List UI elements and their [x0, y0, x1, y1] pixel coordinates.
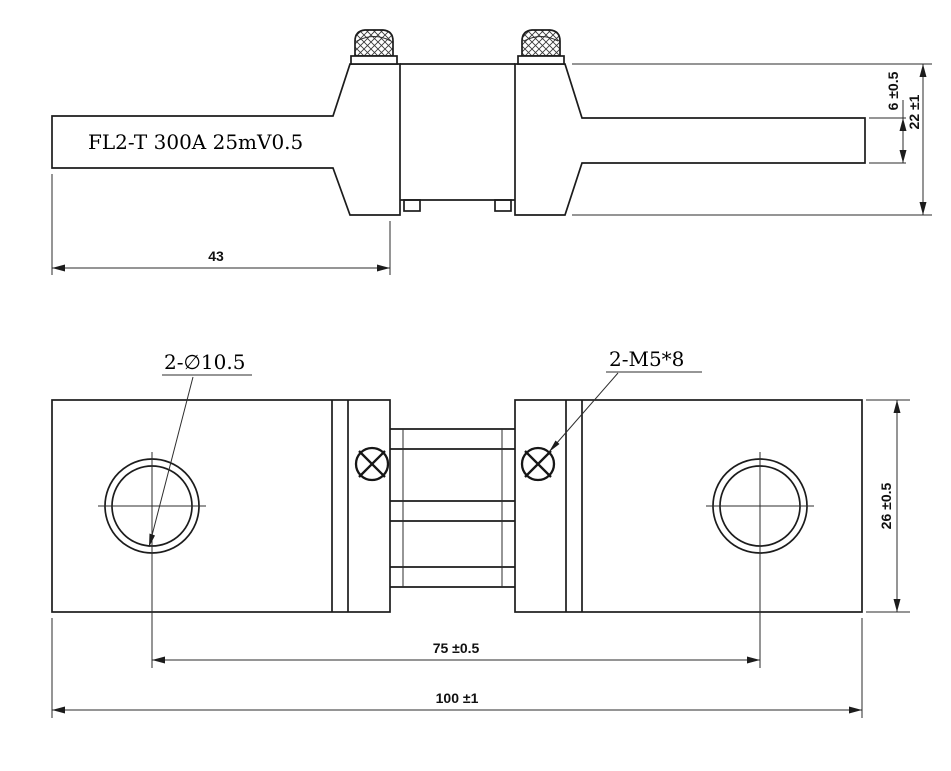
element-foot-left [403, 199, 421, 212]
screw-cross-line [358, 450, 386, 478]
dimension-hole-spacing: 75 ±0.5 [151, 560, 761, 668]
dimension-overall-height: 22 ±1 [572, 63, 932, 216]
leader-arrowhead [549, 440, 560, 452]
screw-right-side [517, 29, 565, 65]
dimension-text: 26 ±0.5 [878, 482, 894, 529]
dimension-text: 100 ±1 [436, 690, 479, 706]
screw-cap-icon [521, 29, 561, 57]
leader-line [148, 376, 194, 548]
plan-view: 2-∅10.5 2-M5*8 26 ±0.5 [51, 347, 910, 718]
screw-left-side [350, 29, 398, 65]
screw-flange [350, 55, 398, 65]
dimension-arm-length: 43 [51, 174, 391, 275]
callout-screws: 2-M5*8 [548, 347, 702, 453]
part-label: FL2-T 300A 25mV0.5 [88, 130, 303, 154]
dimension-text: 22 ±1 [906, 94, 922, 129]
arrowhead [899, 118, 907, 131]
dimension-text: 75 ±0.5 [433, 640, 480, 656]
callout-text: 2-M5*8 [609, 347, 684, 371]
arrowhead [899, 150, 907, 163]
screw-cap-icon [354, 29, 394, 57]
dimension-arm-thickness: 6 ±0.5 [869, 71, 907, 164]
left-terminal-outline [51, 63, 401, 216]
dimension-text: 43 [208, 248, 224, 264]
dimension-body-width: 26 ±0.5 [866, 399, 910, 613]
screw-circle [520, 446, 556, 482]
dimension-text: 6 ±0.5 [885, 71, 901, 110]
screw-right-plan [520, 446, 556, 482]
screw-cap-dome-line [356, 36, 392, 42]
hole-left [98, 452, 206, 560]
resistive-bars [390, 428, 515, 588]
arrowhead [52, 706, 65, 714]
arrowhead [152, 656, 165, 664]
screw-cap-dome-line [523, 36, 559, 42]
arrowhead [52, 264, 65, 272]
arrowhead [919, 202, 927, 215]
screw-circle [354, 446, 390, 482]
right-terminal-outline [514, 63, 866, 216]
callout-text: 2-∅10.5 [164, 350, 245, 374]
arrowhead [849, 706, 862, 714]
hole-right [706, 452, 814, 560]
leader-arrowhead [149, 533, 155, 547]
screw-left-plan [354, 446, 390, 482]
arrowhead [377, 264, 390, 272]
arrowhead [919, 64, 927, 77]
screw-cross-line [524, 450, 552, 478]
arrowhead [893, 599, 901, 612]
callout-holes: 2-∅10.5 [148, 350, 252, 548]
side-view: FL2-T 300A 25mV0.5 43 6 ±0.5 22 ±1 [51, 29, 932, 275]
element-foot-right [494, 199, 512, 212]
screw-flange [517, 55, 565, 65]
arrowhead [893, 400, 901, 413]
arrowhead [747, 656, 760, 664]
leader-line [548, 372, 619, 453]
dimension-overall-length: 100 ±1 [51, 618, 863, 718]
